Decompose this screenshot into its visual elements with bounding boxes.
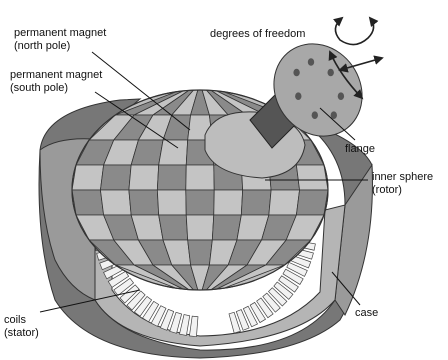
flange-hole (331, 111, 337, 119)
label-degrees-of-freedom: degrees of freedom (210, 28, 305, 40)
flange-hole (308, 58, 314, 66)
flange-hole (328, 69, 334, 77)
stator-coil (189, 316, 198, 337)
label-case: case (355, 307, 378, 319)
flange-hole (295, 92, 301, 100)
south-magnet-tile (72, 165, 104, 190)
label-inner-sphere: inner sphere (rotor) (372, 171, 436, 196)
label-flange: flange (345, 143, 375, 155)
label-south-pole: permanent magnet (south pole) (10, 69, 105, 94)
north-magnet-tile (241, 190, 271, 215)
stator-coil (179, 315, 189, 336)
north-magnet-tile (72, 190, 104, 215)
north-magnet-tile (296, 190, 328, 215)
south-magnet-tile (186, 165, 214, 190)
north-magnet-tile (188, 240, 213, 265)
label-north-pole: permanent magnet (north pole) (14, 27, 109, 52)
north-magnet-tile (159, 215, 188, 240)
south-magnet-tile (159, 140, 188, 165)
label-coils: coils (stator) (4, 314, 39, 339)
rotation-arrow-icon (335, 18, 373, 45)
flange-hole (338, 92, 344, 100)
flange-hole (293, 69, 299, 77)
south-magnet-tile (129, 165, 159, 190)
south-magnet-tile (100, 190, 131, 215)
south-magnet-tile (214, 190, 243, 215)
south-magnet-tile (186, 215, 214, 240)
north-magnet-tile (186, 190, 214, 215)
north-magnet-tile (100, 165, 131, 190)
south-magnet-tile (296, 165, 328, 190)
south-magnet-tile (269, 190, 300, 215)
north-magnet-tile (157, 165, 186, 190)
flange-hole (312, 111, 318, 119)
north-magnet-tile (212, 215, 241, 240)
south-magnet-tile (157, 190, 186, 215)
north-magnet-tile (129, 190, 159, 215)
